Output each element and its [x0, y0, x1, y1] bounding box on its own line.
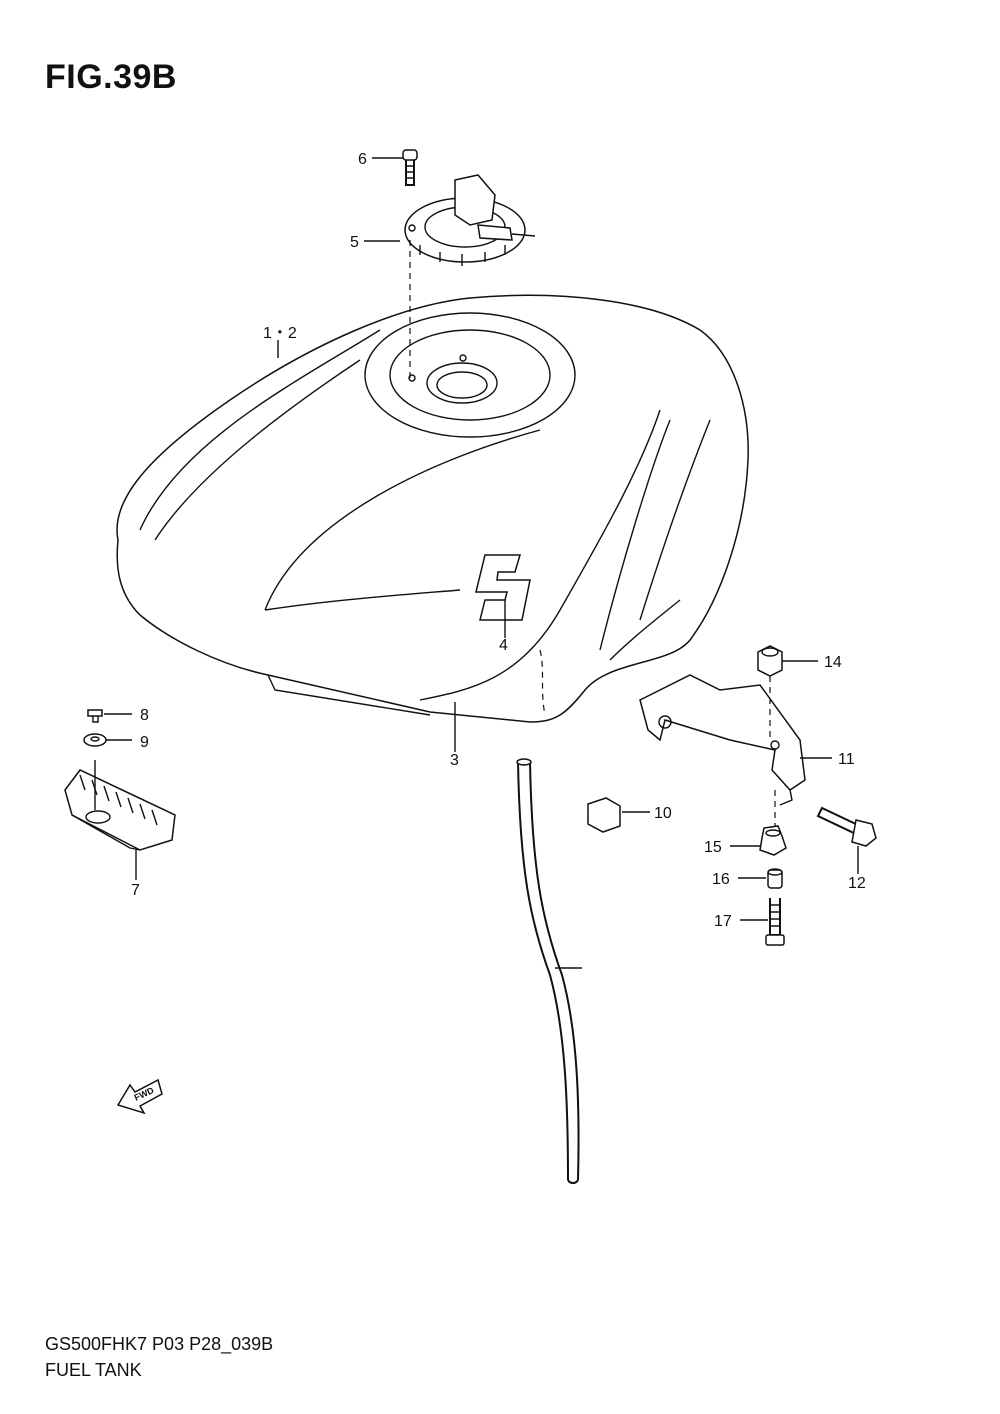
callout-11: 11	[838, 751, 855, 768]
cushion-10-part[interactable]	[587, 797, 621, 833]
bracket-part[interactable]	[639, 674, 806, 806]
callout-12: 12	[848, 875, 866, 892]
cushion-14-part[interactable]	[759, 825, 787, 856]
callout-10: 10	[654, 805, 672, 822]
diagram-code: GS500FHK7 P03 P28_039B	[45, 1334, 274, 1354]
washer-9-part[interactable]	[83, 733, 107, 747]
bolt-16-part[interactable]	[765, 898, 785, 946]
diagram-caption: FUEL TANK	[45, 1360, 142, 1380]
callout-16: 17	[714, 913, 732, 930]
callout-3: 3	[450, 752, 459, 769]
callout-9: 9	[140, 734, 149, 751]
collar-15-part[interactable]	[767, 868, 783, 889]
screw-8-part[interactable]	[87, 709, 103, 723]
callout-4: 4	[499, 637, 508, 654]
fuel-cap-part[interactable]	[404, 174, 536, 266]
leader-lines	[94, 157, 859, 969]
callout-7: 7	[131, 882, 140, 899]
hose-17-part[interactable]	[516, 758, 580, 1184]
callout-13: 14	[824, 654, 842, 671]
callout-6: 6	[358, 151, 367, 168]
callout-5: 5	[350, 234, 359, 251]
callout-15: 16	[712, 871, 730, 888]
fuel-tank-part[interactable]	[116, 294, 749, 723]
mount-cushion-part[interactable]	[64, 769, 176, 851]
callout-14: 15	[704, 839, 722, 856]
emblem-part[interactable]	[475, 554, 531, 621]
callout-1-2: 1・2	[263, 325, 297, 342]
nut-13-part[interactable]	[757, 645, 783, 677]
bolt-12-part[interactable]	[816, 806, 877, 847]
fwd-arrow-icon: FWD	[116, 1078, 163, 1115]
figure-title: FIG.39B	[45, 58, 177, 96]
callout-8: 8	[140, 707, 149, 724]
screw-part[interactable]	[402, 149, 418, 186]
callout-labels: 6 5 1・2 4 3 8 9 7 10 14 11 12 15 16 17	[131, 151, 866, 930]
